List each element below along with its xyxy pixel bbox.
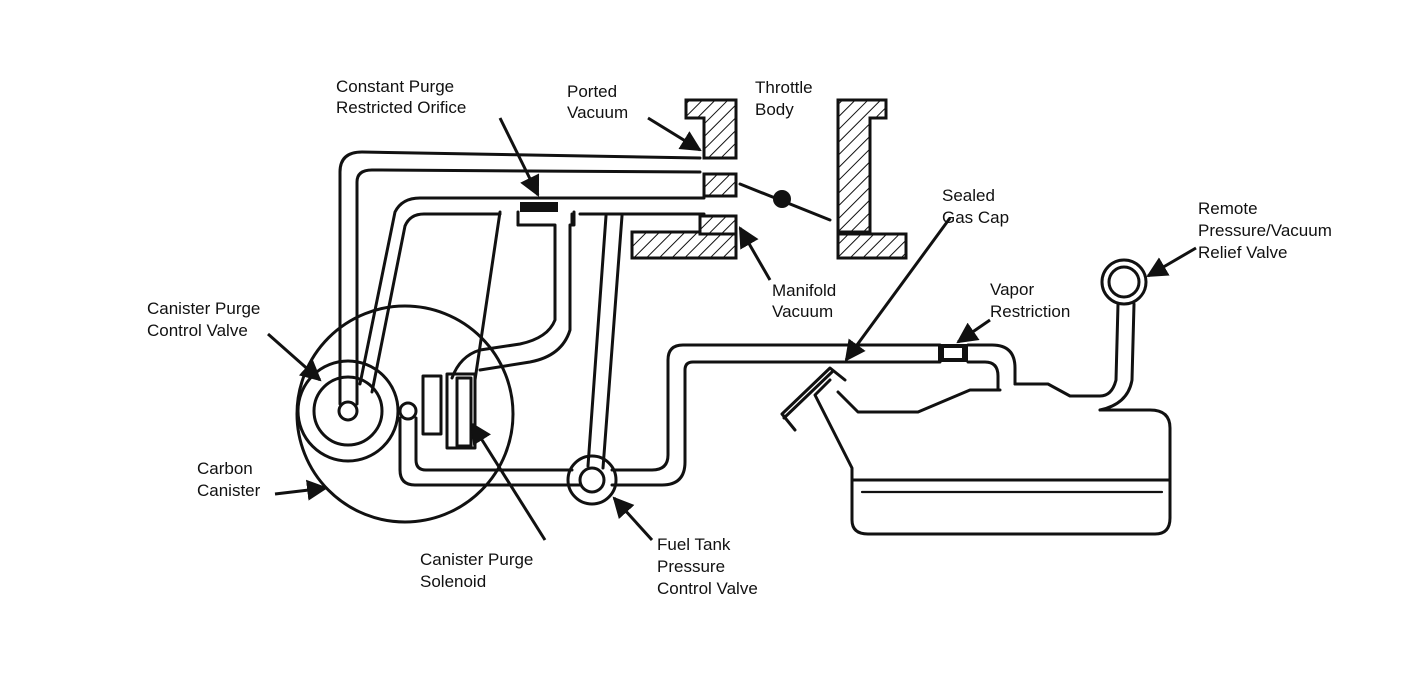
arrow-fuel-tank-valve	[612, 496, 654, 542]
label-carbon-canister-line1: Carbon	[197, 459, 253, 478]
label-remote-valve-line1: Remote	[1198, 199, 1258, 218]
constant-purge-orifice	[468, 202, 622, 216]
vapor-restriction	[938, 302, 1136, 412]
label-fuel-tank-valve-line1: Fuel Tank	[657, 535, 731, 554]
label-fuel-tank-valve-line3: Control Valve	[657, 579, 758, 598]
arrow-canister-purge-control	[267, 332, 322, 382]
label-ported-vacuum-line2: Vacuum	[567, 103, 628, 122]
label-ported-vacuum-line1: Ported	[567, 82, 617, 101]
label-vapor-restriction-line1: Vapor	[990, 280, 1034, 299]
label-remote-valve-line2: Pressure/Vacuum	[1198, 221, 1332, 240]
remote-pressure-vacuum-relief-valve	[1100, 258, 1148, 306]
arrow-vapor-restriction	[956, 318, 991, 344]
arrow-remote-valve	[1146, 246, 1197, 278]
label-constant-purge-line2: Restricted Orifice	[336, 98, 466, 117]
label-carbon-canister-line2: Canister	[197, 481, 261, 500]
arrow-canister-purge-solenoid	[470, 422, 547, 541]
label-constant-purge-line1: Constant Purge	[336, 77, 454, 96]
arrow-carbon-canister	[274, 479, 329, 501]
arrow-sealed-gas-cap	[844, 217, 952, 362]
canister-purge-control-valve	[296, 359, 400, 463]
arrow-constant-purge	[498, 117, 540, 197]
throttle-body-left	[630, 98, 738, 260]
label-canister-purge-control-line2: Control Valve	[147, 321, 248, 340]
solenoid-hoses	[450, 210, 576, 382]
label-vapor-restriction-line2: Restriction	[990, 302, 1070, 321]
label-fuel-tank-valve-line2: Pressure	[657, 557, 725, 576]
label-manifold-vacuum-line1: Manifold	[772, 281, 836, 300]
label-manifold-vacuum-line2: Vacuum	[772, 302, 833, 321]
label-throttle-body-line2: Body	[755, 100, 794, 119]
throttle-body-right	[836, 98, 908, 260]
label-canister-purge-control-line1: Canister Purge	[147, 299, 260, 318]
canister-purge-solenoid	[421, 372, 477, 450]
fuel-tank-pressure-control-valve	[566, 454, 618, 506]
label-canister-purge-solenoid-line2: Solenoid	[420, 572, 486, 591]
fuel-tank	[813, 378, 1172, 536]
sealed-gas-cap	[780, 366, 847, 432]
label-sealed-gas-cap-line2: Gas Cap	[942, 208, 1009, 227]
purge-line-to-manifold	[358, 196, 706, 394]
arrow-ported-vacuum	[647, 116, 702, 152]
label-canister-purge-solenoid-line1: Canister Purge	[420, 550, 533, 569]
ported-vacuum-hose	[338, 150, 702, 406]
label-remote-valve-line3: Relief Valve	[1198, 243, 1287, 262]
vapor-line-to-tank	[398, 214, 942, 487]
arrow-manifold-vacuum	[738, 226, 772, 281]
label-throttle-body-line1: Throttle	[755, 78, 813, 97]
label-sealed-gas-cap-line1: Sealed	[942, 186, 995, 205]
throttle-plate	[738, 182, 832, 222]
